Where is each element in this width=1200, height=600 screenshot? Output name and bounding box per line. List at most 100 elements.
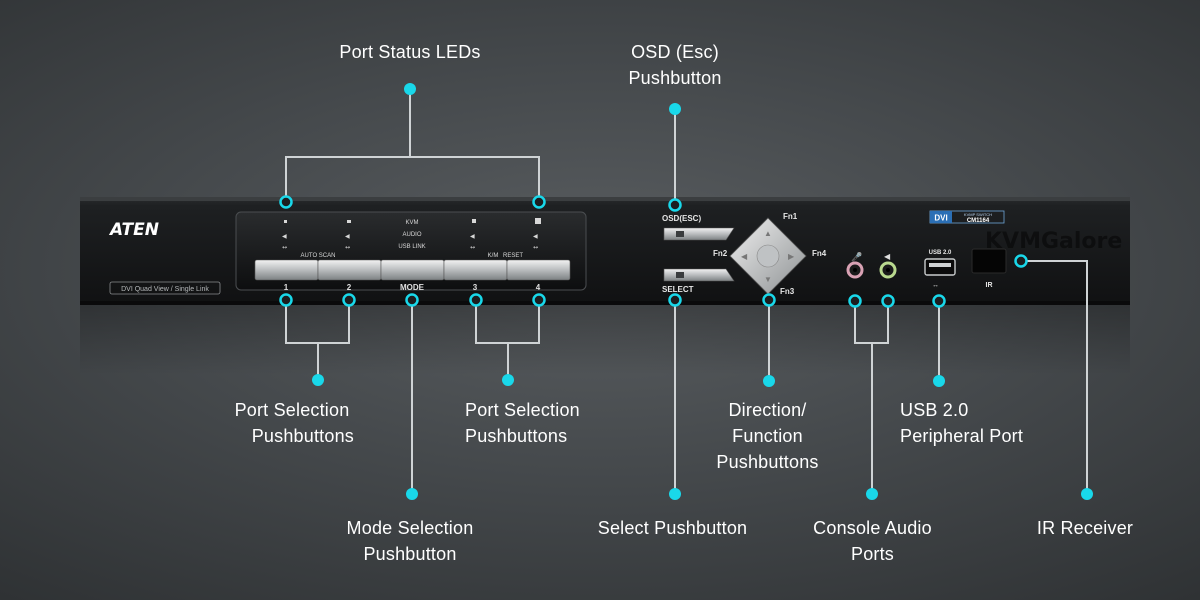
svg-text:4: 4 (536, 283, 541, 292)
select-label: SELECT (662, 285, 694, 294)
port-3-button[interactable] (443, 259, 508, 281)
dot-select (669, 488, 681, 500)
mic-icon: 🎤 (851, 251, 862, 262)
console-audio-label: Console Audio Ports (813, 518, 932, 564)
svg-text:MODE: MODE (400, 283, 425, 292)
osd-button[interactable] (663, 227, 735, 241)
dot-ir (1081, 488, 1093, 500)
port-selection-right-label: Port Selection Pushbuttons (465, 400, 580, 446)
ir-label: IR (986, 282, 993, 289)
microphone-port[interactable] (846, 261, 864, 279)
usb-led-3: ↔ (470, 244, 475, 251)
svg-text:KVM: KVM (405, 220, 418, 226)
model-badge: DVI KVMP SWITCH CM1164 (929, 210, 1005, 224)
function-labels: Fn1 Fn2 Fn3 Fn4 (713, 212, 827, 296)
dot-port-status-leds (404, 83, 416, 95)
usb-led-4: ↔ (533, 244, 538, 251)
dot-direction (763, 375, 775, 387)
svg-text:AUDIO: AUDIO (402, 232, 421, 238)
port-status-leds: ◀ ◀ ◀ ◀ ↔ ↔ ↔ ↔ (282, 218, 541, 251)
led-port-1 (284, 220, 287, 223)
port-4-button[interactable] (506, 259, 571, 281)
port-1-button[interactable] (254, 259, 319, 281)
usb-led-2: ↔ (345, 244, 350, 251)
led-port-4 (535, 218, 541, 224)
direction-pad[interactable]: ▲ ▼ ◀ ▶ (729, 217, 807, 295)
ring-ir (1014, 254, 1028, 268)
speaker-icon: ◀ (884, 252, 891, 261)
ring-select (668, 293, 682, 307)
ir-receiver-label: IR Receiver (1036, 518, 1134, 538)
speaker-port[interactable] (879, 261, 897, 279)
led-port-2 (347, 220, 351, 223)
dot-port-selection-right (502, 374, 514, 386)
dot-mode (406, 488, 418, 500)
leader-lines (285, 89, 1088, 494)
direction-function-label: Direction/ Function Pushbuttons (716, 400, 819, 472)
ring-led-4 (532, 195, 546, 209)
dot-port-selection-left (312, 374, 324, 386)
ring-mode (405, 293, 419, 307)
svg-text:DVI Quad View / Single Link: DVI Quad View / Single Link (121, 286, 209, 293)
svg-text:USB LINK: USB LINK (398, 244, 425, 250)
led-port-3 (472, 219, 476, 223)
ring-led-1 (279, 195, 293, 209)
panel-headers: KVM AUDIO USB LINK AUTO SCAN K/M RESET (301, 220, 524, 259)
mode-button[interactable] (380, 259, 445, 281)
usb-port[interactable] (924, 258, 956, 276)
port-2-button[interactable] (317, 259, 382, 281)
button-labels: 1 2 MODE 3 4 (284, 283, 541, 292)
audio-led-2: ◀ (345, 233, 350, 240)
arrow-left-icon: ◀ (741, 252, 748, 261)
svg-text:RESET: RESET (503, 253, 523, 259)
model-plate: DVI Quad View / Single Link (109, 281, 221, 295)
svg-text:Fn1: Fn1 (783, 212, 798, 221)
ring-port-1 (279, 293, 293, 307)
ring-usb (932, 294, 946, 308)
audio-led-4: ◀ (533, 233, 538, 240)
svg-text:Fn4: Fn4 (812, 249, 827, 258)
select-pushbutton-label: Select Pushbutton (597, 518, 748, 538)
svg-text:K/M: K/M (488, 253, 499, 259)
ring-direction (762, 293, 776, 307)
callout-rings (279, 195, 1028, 308)
usb-led-1: ↔ (282, 244, 287, 251)
arrow-right-icon: ▶ (788, 252, 795, 261)
audio-led-3: ◀ (470, 233, 475, 240)
usb-label: USB 2.0 (929, 250, 952, 256)
usb-peripheral-label: USB 2.0 Peripheral Port (900, 400, 1024, 446)
chassis-reflection (80, 305, 1130, 375)
port-selection-left-label: Port Selection Pushbuttons (234, 400, 354, 446)
select-button[interactable] (663, 268, 735, 282)
port-status-leds-label: Port Status LEDs (339, 42, 481, 62)
osd-label: OSD(ESC) (662, 214, 701, 223)
dot-audio (866, 488, 878, 500)
ring-port-4 (532, 293, 546, 307)
ir-window (971, 248, 1007, 274)
svg-text:Fn3: Fn3 (780, 287, 795, 296)
dot-osd (669, 103, 681, 115)
svg-text:AUTO SCAN: AUTO SCAN (301, 253, 336, 259)
ring-port-2 (342, 293, 356, 307)
arrow-down-icon: ▼ (764, 275, 772, 284)
osd-pushbutton-label: OSD (Esc) Pushbutton (628, 42, 722, 88)
svg-text:KVMP SWITCH: KVMP SWITCH (964, 212, 992, 217)
aten-logo: ATEN (108, 220, 159, 240)
svg-text:DVI: DVI (934, 214, 947, 223)
ring-mic (848, 294, 862, 308)
watermark: KVMGalore (985, 229, 1122, 254)
svg-text:1: 1 (284, 283, 289, 292)
ring-speaker (881, 294, 895, 308)
svg-text:Fn2: Fn2 (713, 249, 728, 258)
ring-osd (668, 198, 682, 212)
callout-dots (312, 83, 1093, 500)
mode-selection-label: Mode Selection Pushbutton (346, 518, 474, 564)
arrow-up-icon: ▲ (764, 229, 772, 238)
usb-icon: ↔ (932, 282, 939, 289)
svg-text:3: 3 (473, 283, 478, 292)
svg-text:2: 2 (347, 283, 352, 292)
audio-led-1: ◀ (282, 233, 287, 240)
ring-port-3 (469, 293, 483, 307)
svg-text:CM1164: CM1164 (967, 218, 990, 224)
